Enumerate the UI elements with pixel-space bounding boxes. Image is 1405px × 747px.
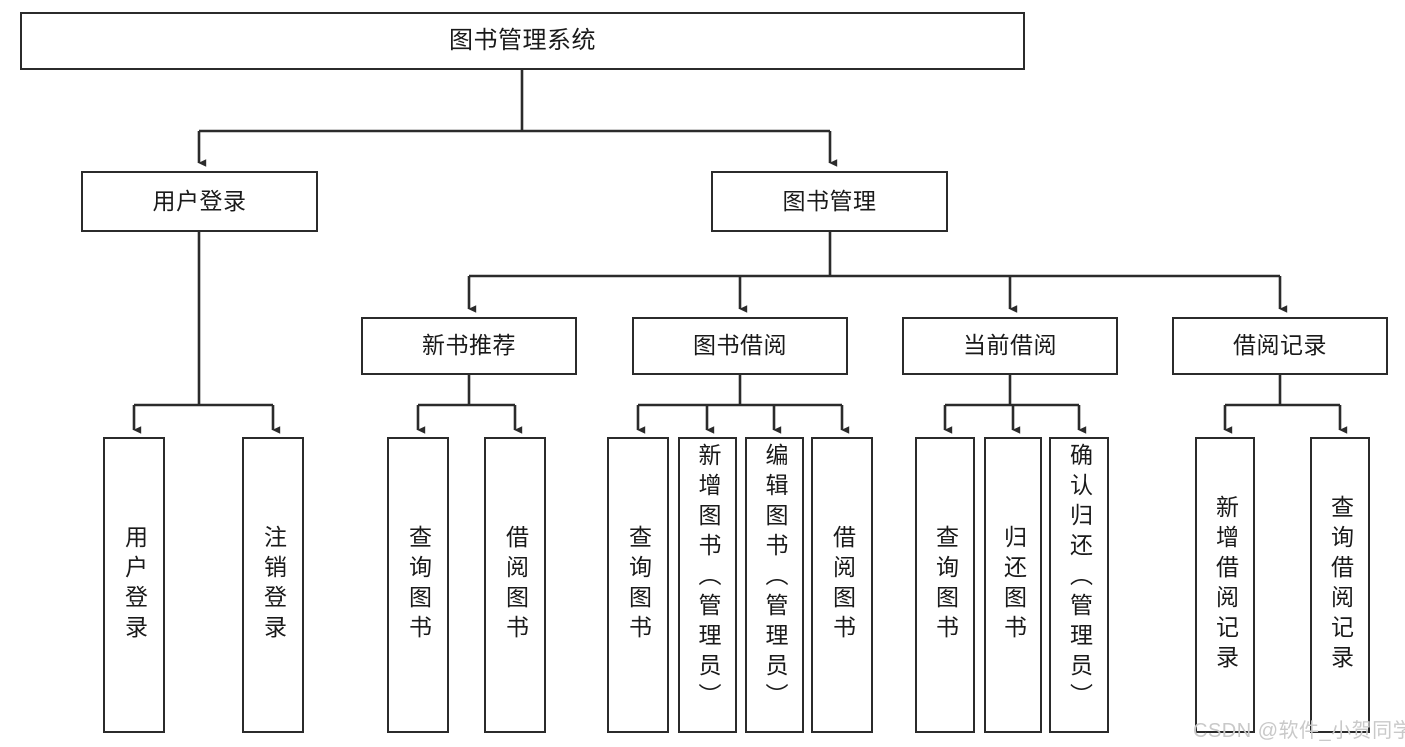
node-label: 归还图书 xyxy=(1000,525,1027,645)
node-current-borrow[interactable]: 当前借阅 xyxy=(902,317,1118,375)
node-label: 借阅记录 xyxy=(1233,332,1327,359)
node-new-book-recommend[interactable]: 新书推荐 xyxy=(361,317,577,375)
node-leaf-add-book[interactable]: 新增图书（管理员） xyxy=(678,437,737,733)
node-leaf-query-book-2[interactable]: 查询图书 xyxy=(607,437,669,733)
node-label: 借阅图书 xyxy=(829,525,856,645)
node-leaf-return-book[interactable]: 归还图书 xyxy=(984,437,1042,733)
node-label: 用户登录 xyxy=(152,187,247,214)
node-label: 图书管理 xyxy=(782,187,877,214)
node-leaf-confirm-return[interactable]: 确认归还（管理员） xyxy=(1049,437,1109,733)
node-label: 查询图书 xyxy=(625,525,652,645)
node-label: 确认归还（管理员） xyxy=(1066,443,1093,713)
node-book-borrow[interactable]: 图书借阅 xyxy=(632,317,848,375)
node-leaf-user-login[interactable]: 用户登录 xyxy=(103,437,165,733)
node-leaf-query-book-3[interactable]: 查询图书 xyxy=(915,437,975,733)
node-label: 图书借阅 xyxy=(693,332,787,359)
node-label: 新书推荐 xyxy=(422,332,516,359)
node-label: 图书管理系统 xyxy=(449,26,596,54)
node-borrow-record[interactable]: 借阅记录 xyxy=(1172,317,1388,375)
watermark-text: CSDN @软件_小贺同学 xyxy=(1193,720,1405,742)
node-leaf-query-book-1[interactable]: 查询图书 xyxy=(387,437,449,733)
node-label: 当前借阅 xyxy=(963,332,1057,359)
node-label: 注销登录 xyxy=(260,525,287,645)
node-leaf-add-record[interactable]: 新增借阅记录 xyxy=(1195,437,1255,733)
node-leaf-logout[interactable]: 注销登录 xyxy=(242,437,304,733)
node-label: 用户登录 xyxy=(121,525,148,645)
node-label: 编辑图书（管理员） xyxy=(762,443,788,713)
node-label: 新增借阅记录 xyxy=(1212,495,1239,675)
node-label: 新增图书（管理员） xyxy=(695,443,721,713)
node-book-manage[interactable]: 图书管理 xyxy=(711,171,948,232)
node-leaf-edit-book[interactable]: 编辑图书（管理员） xyxy=(745,437,804,733)
node-leaf-borrow-book-2[interactable]: 借阅图书 xyxy=(811,437,873,733)
node-label: 查询图书 xyxy=(932,525,959,645)
node-leaf-borrow-book-1[interactable]: 借阅图书 xyxy=(484,437,546,733)
node-label: 查询借阅记录 xyxy=(1327,495,1354,675)
node-root-system[interactable]: 图书管理系统 xyxy=(20,12,1025,70)
node-label: 借阅图书 xyxy=(502,525,529,645)
csdn-watermark: CSDN @软件_小贺同学 xyxy=(1193,714,1405,743)
node-leaf-query-record[interactable]: 查询借阅记录 xyxy=(1310,437,1370,733)
node-label: 查询图书 xyxy=(405,525,432,645)
node-user-login[interactable]: 用户登录 xyxy=(81,171,318,232)
